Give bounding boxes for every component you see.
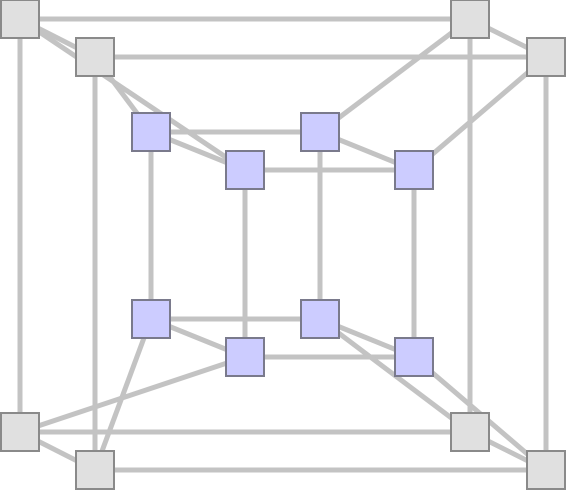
node-i7 xyxy=(225,337,265,377)
node-o2 xyxy=(450,0,490,39)
node-i5 xyxy=(131,299,171,339)
node-i8 xyxy=(394,337,434,377)
edge-o5-i7 xyxy=(19,354,246,435)
node-i4 xyxy=(394,150,434,190)
node-o8 xyxy=(526,450,566,490)
node-o7 xyxy=(75,450,115,490)
edge-o7-i5 xyxy=(92,318,154,471)
node-i6 xyxy=(300,299,340,339)
edge-o4-i4 xyxy=(412,55,548,172)
edge-o1-i3 xyxy=(18,16,247,173)
node-i2 xyxy=(300,112,340,152)
node-o1 xyxy=(0,0,40,39)
edge-o2-i2 xyxy=(318,17,472,134)
node-o6 xyxy=(450,412,490,452)
node-i3 xyxy=(225,150,265,190)
node-i1 xyxy=(131,112,171,152)
node-o4 xyxy=(526,37,566,77)
node-o5 xyxy=(0,412,40,452)
edges-layer xyxy=(17,16,549,473)
node-o3 xyxy=(75,37,115,77)
